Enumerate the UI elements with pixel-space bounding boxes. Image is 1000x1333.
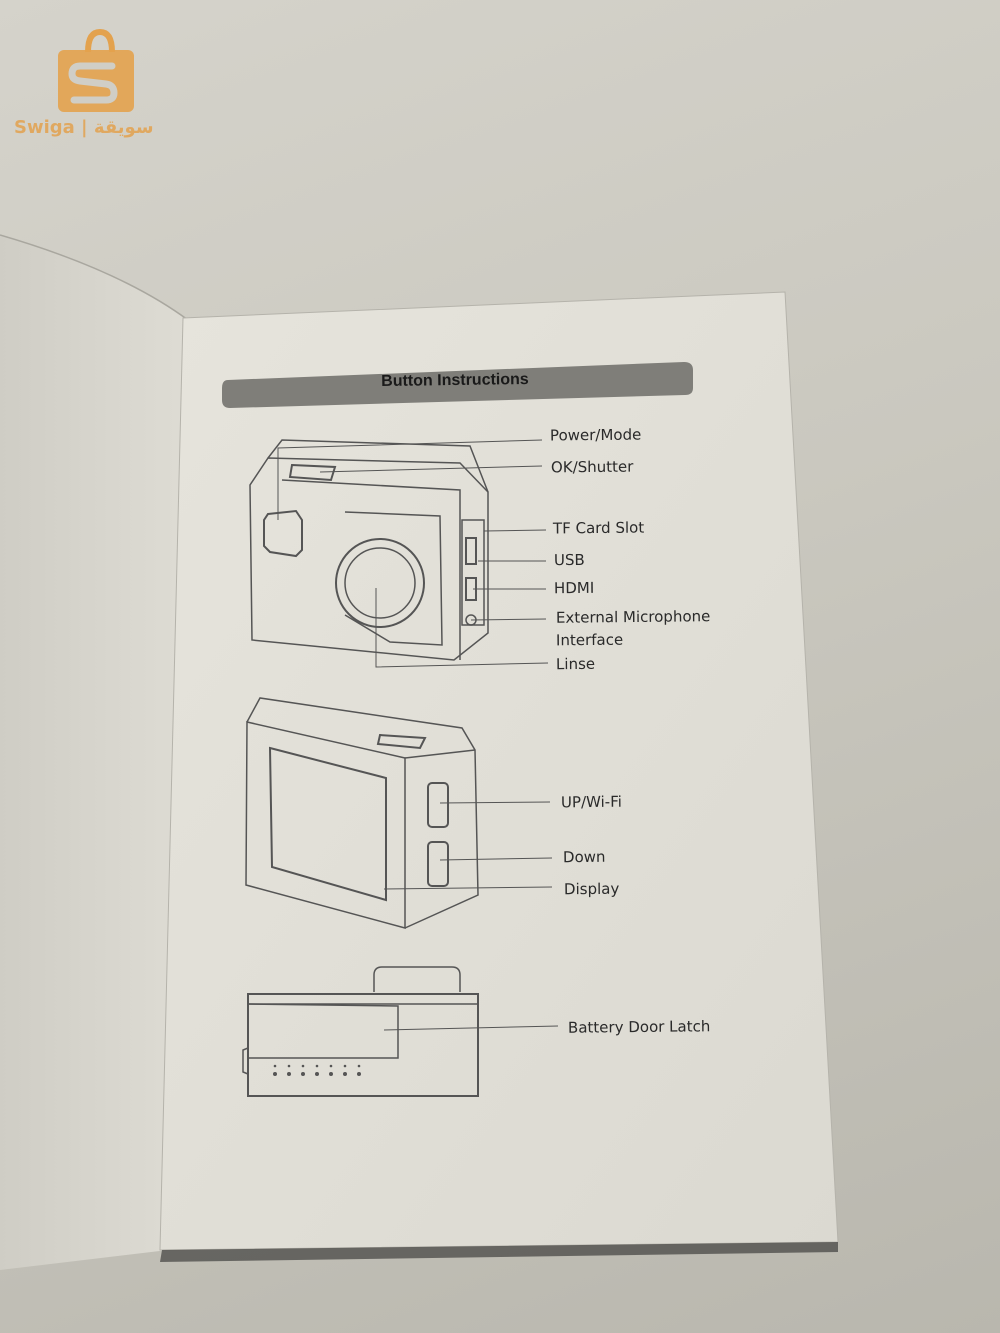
label-external-microphone: External Microphone (555, 607, 711, 627)
battery-leader-line (383, 1025, 559, 1031)
watermark-brand-text: Swiga | سويقة (14, 117, 154, 138)
shopping-bag-logo-icon (58, 28, 134, 112)
label-microphone-interface: Interface (555, 630, 624, 650)
label-battery-door-latch: Battery Door Latch (567, 1017, 711, 1037)
left-page (0, 234, 189, 1270)
label-hdmi: HDMI (553, 578, 595, 598)
label-ok-shutter: OK/Shutter (550, 457, 634, 477)
label-display: Display (563, 879, 620, 899)
camera-bottom-diagram (242, 966, 479, 1097)
front-leader-lines (277, 439, 549, 668)
label-power-mode: Power/Mode (549, 425, 642, 445)
section-title: Button Instructions (381, 370, 529, 391)
label-tf-card-slot: TF Card Slot (552, 518, 645, 538)
label-lens: Linse (555, 654, 596, 674)
label-usb: USB (553, 550, 585, 570)
label-down: Down (562, 847, 606, 867)
title-bar (222, 362, 693, 408)
right-page (159, 291, 839, 1262)
label-up-wifi: UP/Wi-Fi (560, 792, 622, 812)
latch-dots (273, 1064, 361, 1076)
camera-back-diagram (245, 697, 479, 929)
back-leader-lines (383, 801, 553, 890)
